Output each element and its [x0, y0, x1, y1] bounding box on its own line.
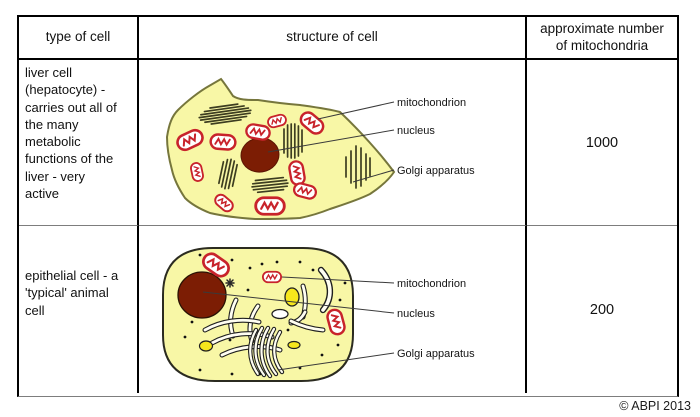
liver-mitochondria-count: 1000: [527, 60, 677, 226]
endoplasmic-reticulum: [202, 297, 283, 358]
nucleus-label: nucleus: [397, 308, 435, 320]
mitochondrion-pointer-line: [281, 276, 395, 284]
vesicle: [198, 340, 214, 352]
endoplasmic-reticulum: [288, 266, 334, 333]
nucleus-label: nucleus: [397, 125, 435, 137]
nucleus: [177, 271, 227, 319]
epithelial-cell-structure: mitochondrion nucleus Golgi apparatus: [139, 226, 527, 393]
liver-cell-diagram: mitochondrion nucleus Golgi apparatus: [165, 77, 475, 221]
cell-table: type of cell structure of cell approxima…: [17, 15, 679, 397]
mitochondrion: [208, 132, 238, 152]
mitochondrion-label: mitochondrion: [397, 97, 466, 109]
golgi-pointer-line: [352, 169, 395, 183]
ribosome-dots: [183, 253, 347, 376]
golgi-apparatus: [248, 325, 285, 379]
golgi-apparatus: [251, 176, 289, 194]
mitochondrion-pointer-line: [317, 101, 395, 120]
mitochondrion-label: mitochondrion: [397, 278, 466, 290]
liver-cell-structure: mitochondrion nucleus Golgi apparatus: [139, 60, 527, 226]
golgi-pointer-line: [277, 352, 395, 371]
golgi-apparatus: [198, 103, 252, 125]
golgi-apparatus: [218, 158, 238, 190]
header-approx-number: approximate number of mitochondria: [527, 17, 677, 60]
header-type-of-cell: type of cell: [19, 17, 139, 60]
nucleus-pointer-line: [202, 291, 395, 314]
golgi-label: Golgi apparatus: [397, 348, 475, 360]
nucleus-pointer-line: [267, 129, 395, 153]
mitochondrion: [254, 196, 286, 216]
liver-cell-description: liver cell (hepatocyte) - carries out al…: [19, 60, 139, 226]
centrosome: [225, 278, 235, 288]
epithelial-cell-diagram: mitochondrion nucleus Golgi apparatus: [162, 247, 475, 382]
mitochondrion: [261, 270, 283, 284]
vesicle: [284, 287, 300, 307]
vacuole: [271, 308, 289, 320]
epithelial-cell-description: epithelial cell - a 'typical' animal cel…: [19, 226, 139, 393]
vesicle: [287, 340, 301, 350]
golgi-label: Golgi apparatus: [397, 165, 475, 177]
epithelial-mitochondria-count: 200: [589, 301, 615, 318]
header-structure-of-cell: structure of cell: [139, 17, 527, 60]
copyright-notice: © ABPI 2013: [619, 399, 691, 413]
